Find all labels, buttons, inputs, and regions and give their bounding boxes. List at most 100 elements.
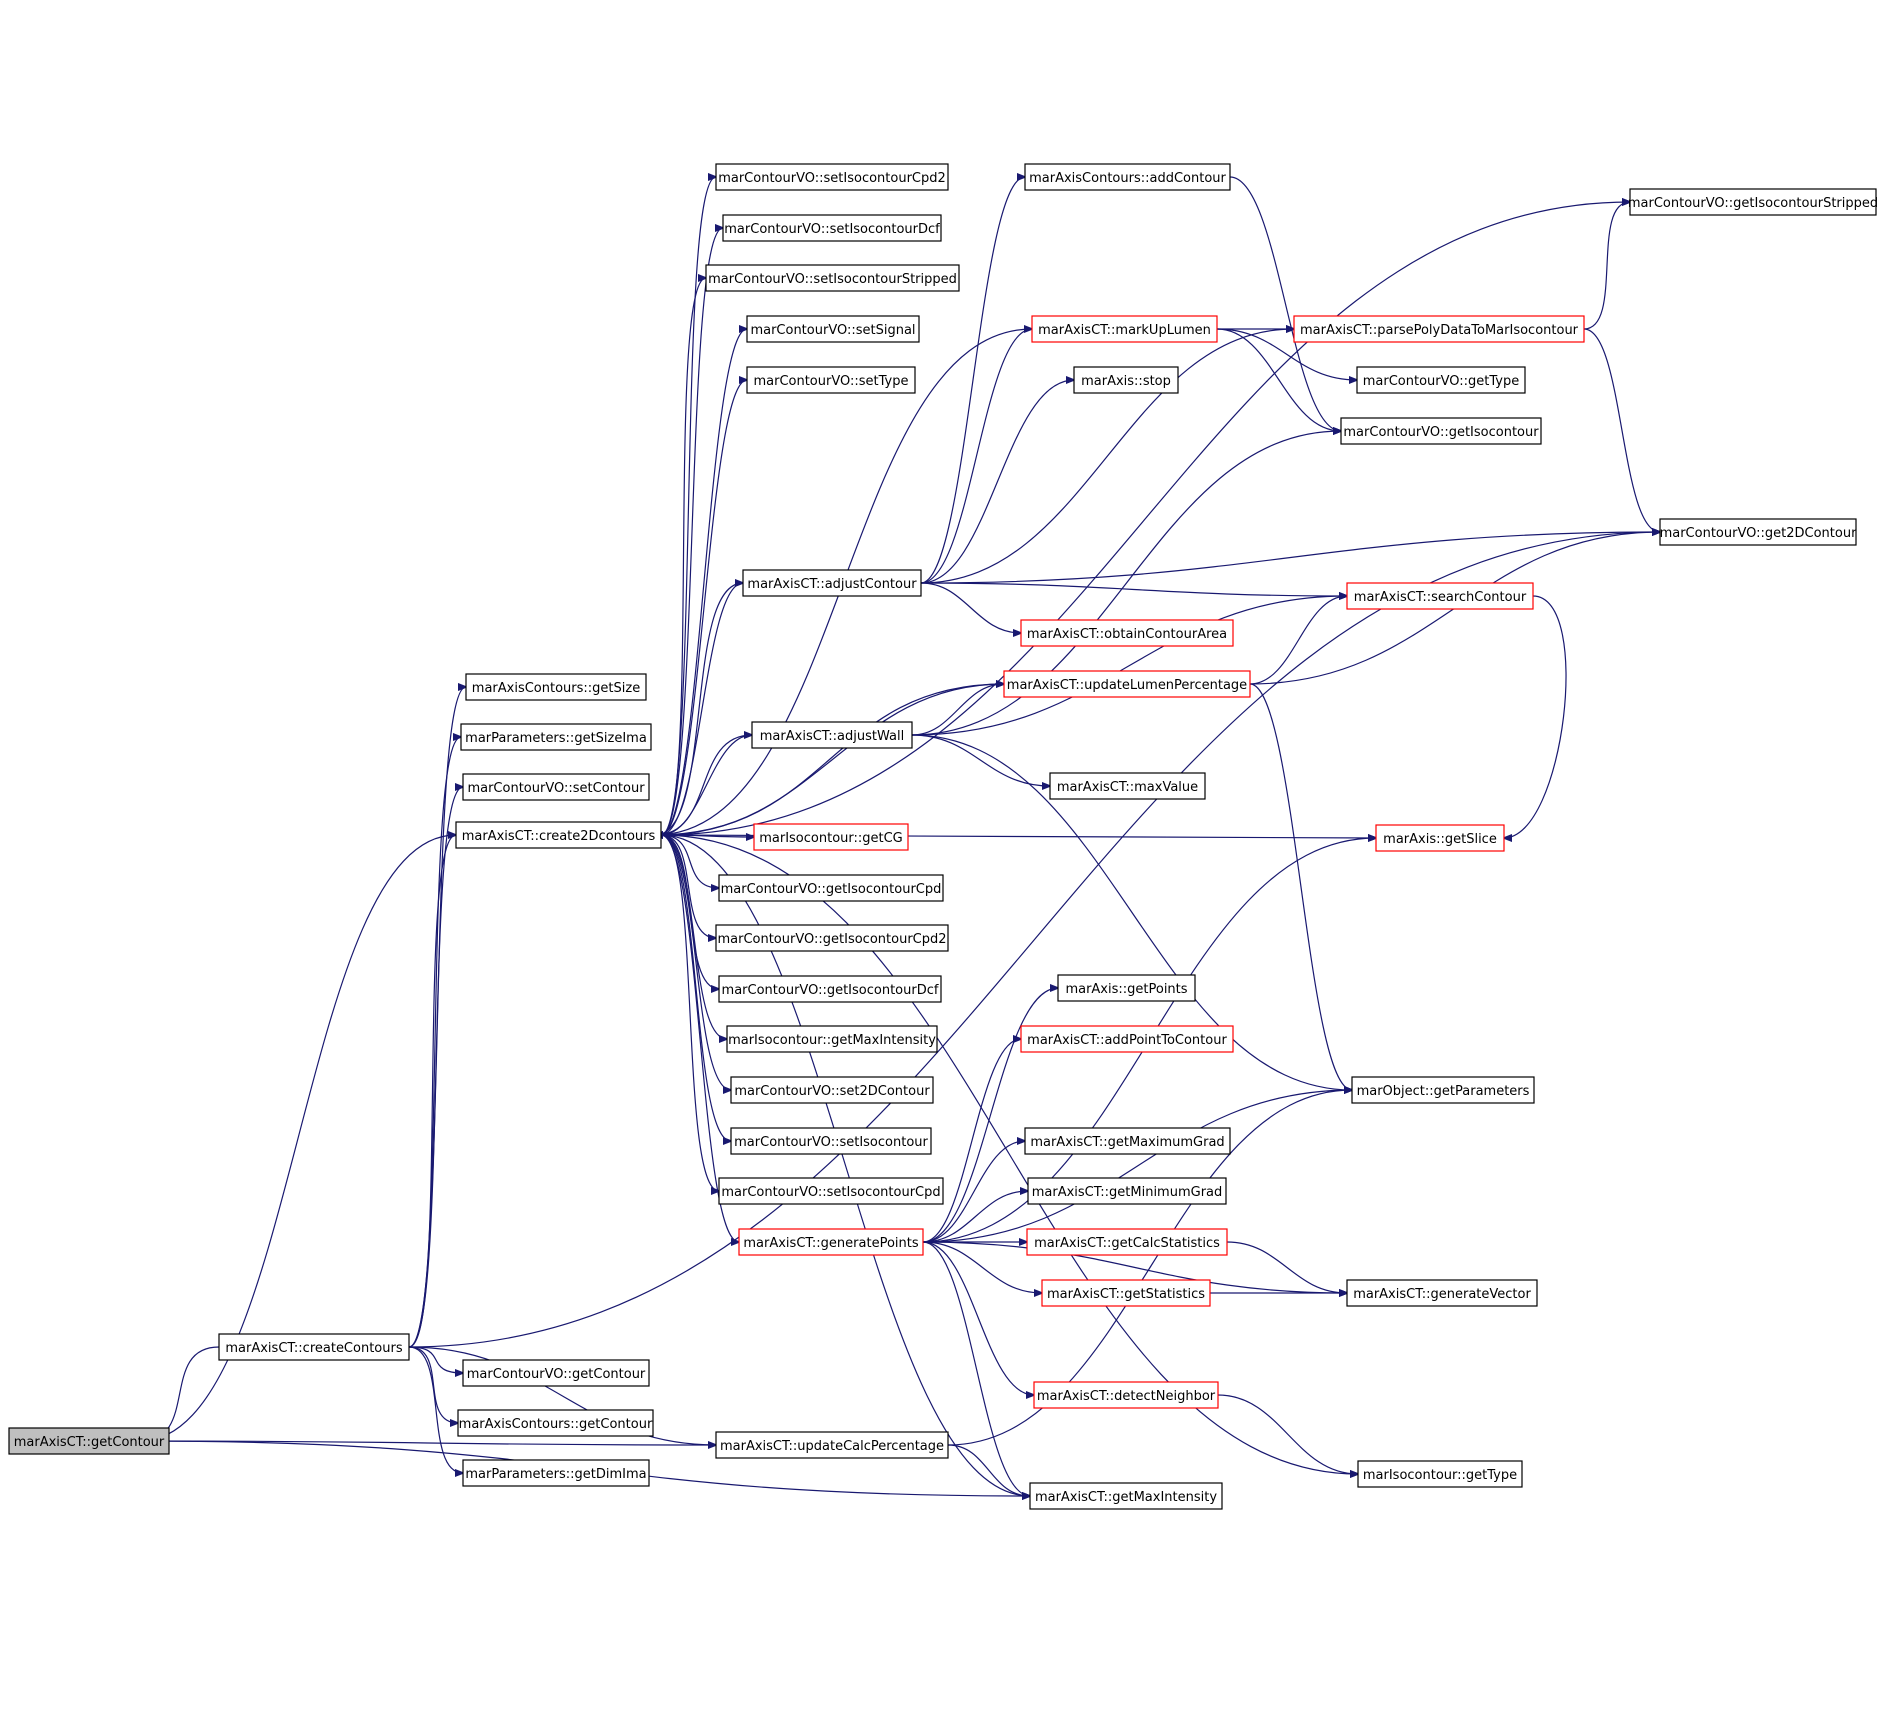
node-box[interactable] <box>1351 1076 1535 1104</box>
graph-node-axisStop[interactable]: marAxis::stop <box>1073 366 1179 394</box>
graph-node-cvoGetIsoCpd[interactable]: marContourVO::getIsocontourCpd <box>718 874 944 902</box>
graph-node-cvoSetType[interactable]: marContourVO::setType <box>746 366 916 394</box>
graph-node-cvoSetSignal[interactable]: marContourVO::setSignal <box>746 315 920 343</box>
graph-node-cvoGetIsocontour[interactable]: marContourVO::getIsocontour <box>1340 417 1542 445</box>
graph-node-cvoGetIsoDcf[interactable]: marContourVO::getIsocontourDcf <box>718 975 942 1003</box>
graph-node-cvoGetIsoCpd2[interactable]: marContourVO::getIsocontourCpd2 <box>715 924 949 952</box>
graph-node-cvoGetType[interactable]: marContourVO::getType <box>1356 366 1526 394</box>
node-box[interactable] <box>722 214 942 242</box>
graph-node-cvoSetIsoCpd[interactable]: marContourVO::setIsocontourCpd <box>718 1177 944 1205</box>
node-box[interactable] <box>218 1333 410 1361</box>
graph-node-isoGetCG[interactable]: marIsocontour::getCG <box>753 823 909 851</box>
node-box[interactable] <box>718 874 944 902</box>
node-box[interactable] <box>462 1359 650 1387</box>
node-box[interactable] <box>1029 1482 1223 1510</box>
graph-node-mpGetDimIma[interactable]: marParameters::getDimIma <box>462 1459 650 1487</box>
graph-node-parsePoly[interactable]: marAxisCT::parsePolyDataToMarIsocontour <box>1293 315 1585 343</box>
node-box[interactable] <box>730 1127 932 1155</box>
node-box[interactable] <box>1057 974 1196 1002</box>
node-box[interactable] <box>455 821 662 849</box>
graph-node-generatePoints[interactable]: marAxisCT::generatePoints <box>738 1228 924 1256</box>
graph-node-getMaxIntensity[interactable]: marAxisCT::getMaxIntensity <box>1029 1482 1223 1510</box>
graph-node-acGetContour[interactable]: marAxisContours::getContour <box>457 1409 654 1437</box>
graph-node-isoGetType[interactable]: marIsocontour::getType <box>1357 1460 1523 1488</box>
graph-node-detectNeighbor[interactable]: marAxisCT::detectNeighbor <box>1033 1381 1219 1409</box>
graph-node-objGetParameters[interactable]: marObject::getParameters <box>1351 1076 1535 1104</box>
node-box[interactable] <box>1033 1381 1219 1409</box>
node-box[interactable] <box>1024 1127 1231 1155</box>
graph-node-isoGetMaxIntensity[interactable]: marIsocontour::getMaxIntensity <box>726 1025 938 1053</box>
graph-node-createContours[interactable]: marAxisCT::createContours <box>218 1333 410 1361</box>
node-box[interactable] <box>1357 1460 1523 1488</box>
graph-node-axisGetPoints[interactable]: marAxis::getPoints <box>1057 974 1196 1002</box>
node-box[interactable] <box>1375 824 1505 852</box>
graph-node-acAddContour[interactable]: marAxisContours::addContour <box>1024 163 1231 191</box>
node-box[interactable] <box>715 1431 949 1459</box>
node-box[interactable] <box>718 975 942 1003</box>
node-box[interactable] <box>1027 1177 1227 1205</box>
node-box[interactable] <box>1659 518 1857 546</box>
node-box[interactable] <box>730 1076 934 1104</box>
node-box[interactable] <box>1003 670 1251 698</box>
graph-node-cvoSetIsoStripped[interactable]: marContourVO::setIsocontourStripped <box>705 264 960 292</box>
graph-node-cvoSetContour[interactable]: marContourVO::setContour <box>462 773 650 801</box>
graph-node-cvoGetContour[interactable]: marContourVO::getContour <box>462 1359 650 1387</box>
graph-node-getCalcStatistics[interactable]: marAxisCT::getCalcStatistics <box>1026 1228 1228 1256</box>
node-box[interactable] <box>1340 417 1542 445</box>
graph-node-create2Dcontours[interactable]: marAxisCT::create2Dcontours <box>455 821 662 849</box>
graph-node-cvoSetIsocontour[interactable]: marContourVO::setIsocontour <box>730 1127 932 1155</box>
node-box[interactable] <box>1020 619 1234 647</box>
graph-node-getStatistics[interactable]: marAxisCT::getStatistics <box>1041 1279 1211 1307</box>
graph-node-getContour[interactable]: marAxisCT::getContour <box>8 1427 170 1455</box>
graph-node-updateLumenPercentage[interactable]: marAxisCT::updateLumenPercentage <box>1003 670 1251 698</box>
node-box[interactable] <box>715 924 949 952</box>
graph-node-markUpLumen[interactable]: marAxisCT::markUpLumen <box>1031 315 1218 343</box>
node-box[interactable] <box>462 773 650 801</box>
graph-node-axisGetSlice[interactable]: marAxis::getSlice <box>1375 824 1505 852</box>
graph-node-cvoSetIsoCpd2[interactable]: marContourVO::setIsocontourCpd2 <box>715 163 949 191</box>
graph-node-maxValue[interactable]: marAxisCT::maxValue <box>1049 772 1206 800</box>
graph-node-addPointToContour[interactable]: marAxisCT::addPointToContour <box>1020 1025 1234 1053</box>
node-box[interactable] <box>718 1177 944 1205</box>
node-box[interactable] <box>715 163 949 191</box>
node-box[interactable] <box>8 1427 170 1455</box>
node-box[interactable] <box>1020 1025 1234 1053</box>
graph-node-getMaximumGrad[interactable]: marAxisCT::getMaximumGrad <box>1024 1127 1231 1155</box>
node-box[interactable] <box>457 1409 654 1437</box>
node-box[interactable] <box>742 569 922 597</box>
node-box[interactable] <box>738 1228 924 1256</box>
graph-node-cvoGet2DContour[interactable]: marContourVO::get2DContour <box>1659 518 1857 546</box>
graph-node-updateCalcPercentage[interactable]: marAxisCT::updateCalcPercentage <box>715 1431 949 1459</box>
node-box[interactable] <box>751 721 913 749</box>
graph-node-searchContour[interactable]: marAxisCT::searchContour <box>1346 582 1534 610</box>
graph-node-adjustWall[interactable]: marAxisCT::adjustWall <box>751 721 913 749</box>
graph-node-acGetSize[interactable]: marAxisContours::getSize <box>465 673 647 701</box>
node-box[interactable] <box>1293 315 1585 343</box>
node-box[interactable] <box>1031 315 1218 343</box>
node-box[interactable] <box>746 315 920 343</box>
node-box[interactable] <box>753 823 909 851</box>
node-box[interactable] <box>1041 1279 1211 1307</box>
node-box[interactable] <box>705 264 960 292</box>
node-box[interactable] <box>1073 366 1179 394</box>
graph-node-cvoSetIsoDcf[interactable]: marContourVO::setIsocontourDcf <box>722 214 942 242</box>
node-box[interactable] <box>1356 366 1526 394</box>
node-box[interactable] <box>462 1459 650 1487</box>
node-box[interactable] <box>1026 1228 1228 1256</box>
graph-node-getMinimumGrad[interactable]: marAxisCT::getMinimumGrad <box>1027 1177 1227 1205</box>
graph-node-mpGetSizeIma[interactable]: marParameters::getSizeIma <box>460 723 652 751</box>
node-box[interactable] <box>1629 188 1877 216</box>
node-box[interactable] <box>1024 163 1231 191</box>
node-box[interactable] <box>1346 582 1534 610</box>
node-box[interactable] <box>1346 1279 1538 1307</box>
graph-node-cvoGetIsoStripped[interactable]: marContourVO::getIsocontourStripped <box>1628 188 1878 216</box>
graph-node-cvoSet2DContour[interactable]: marContourVO::set2DContour <box>730 1076 934 1104</box>
graph-node-generateVector[interactable]: marAxisCT::generateVector <box>1346 1279 1538 1307</box>
node-box[interactable] <box>465 673 647 701</box>
node-box[interactable] <box>726 1025 938 1053</box>
graph-node-obtainContourArea[interactable]: marAxisCT::obtainContourArea <box>1020 619 1234 647</box>
node-box[interactable] <box>746 366 916 394</box>
node-box[interactable] <box>460 723 652 751</box>
node-box[interactable] <box>1049 772 1206 800</box>
graph-node-adjustContour[interactable]: marAxisCT::adjustContour <box>742 569 922 597</box>
